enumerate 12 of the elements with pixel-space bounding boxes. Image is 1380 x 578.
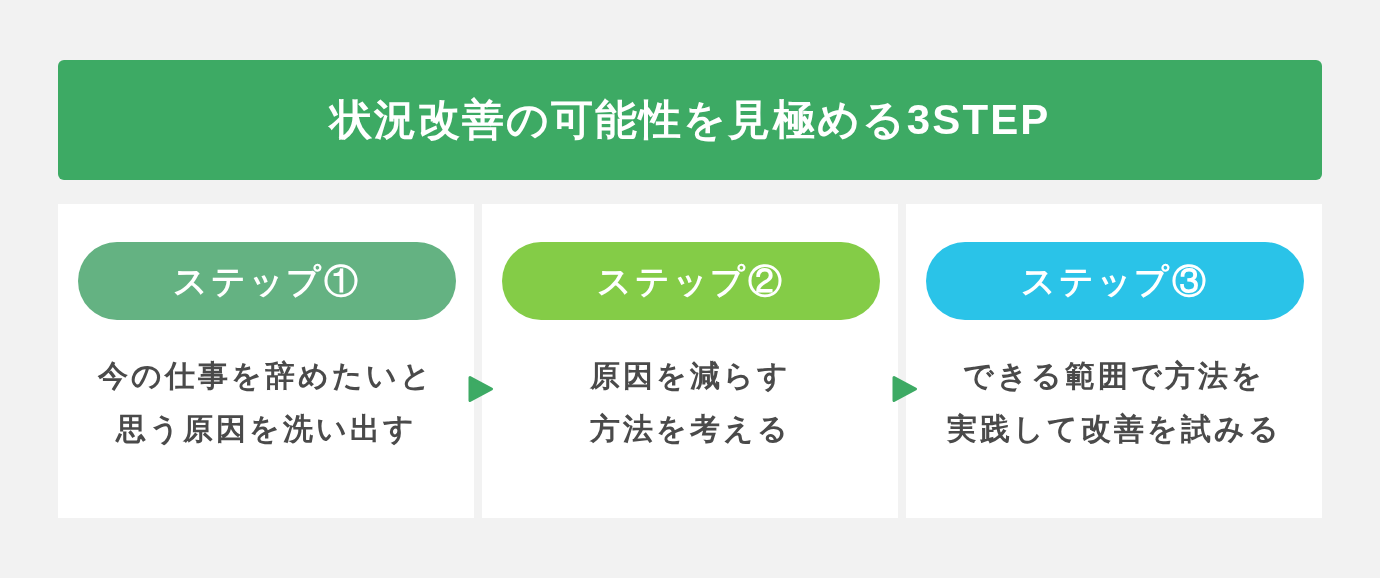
step-label: ステップ② [502,242,880,320]
step-label: ステップ③ [926,242,1304,320]
arrow [468,376,493,402]
title-banner: 状況改善の可能性を見極める3STEP [58,60,1322,180]
step-label: ステップ① [78,242,456,320]
step-card [482,204,898,518]
step-description: 今の仕事を辞めたいと思う原因を洗い出す [98,358,434,447]
step-description: できる範囲で方法を実践して改善を試みる [946,358,1282,447]
step-description: 原因を減らす方法を考える [589,358,791,447]
step-card [906,204,1322,518]
step-card [58,204,474,518]
arrow [892,376,917,402]
